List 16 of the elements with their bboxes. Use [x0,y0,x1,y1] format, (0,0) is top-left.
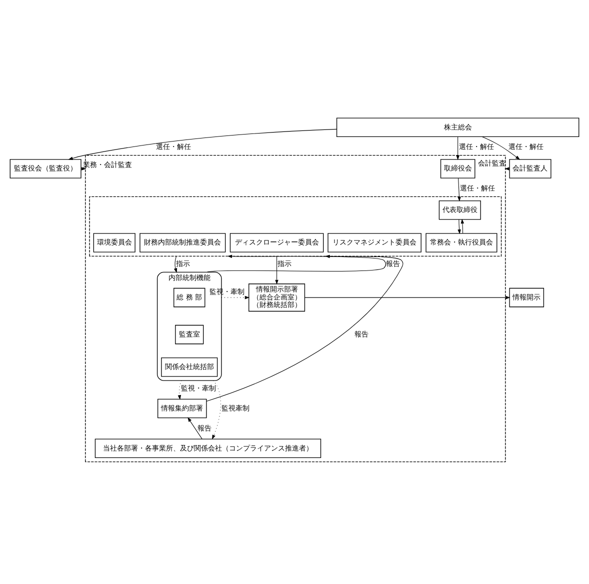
arrow [68,128,338,160]
arrow [482,136,520,160]
arrow [458,219,461,234]
arrow [188,417,202,440]
arrow [221,296,250,300]
arrow [304,296,510,300]
arrow [174,256,178,273]
arrow [275,256,278,284]
arrow [458,178,461,202]
arrow [206,254,404,402]
arrow [456,136,460,160]
arrow [80,167,86,170]
arrow [460,218,464,234]
arrow [178,380,182,400]
arrow [212,380,221,440]
arrow [206,254,386,272]
